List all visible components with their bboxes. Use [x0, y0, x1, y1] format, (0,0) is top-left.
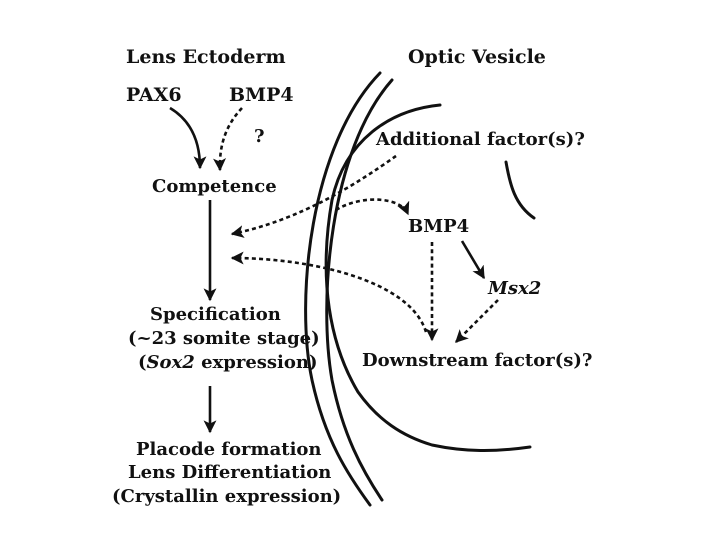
pax6-to-competence-arrow: [169, 106, 207, 170]
optic-vesicle-inner-lip: [504, 160, 536, 220]
sox2-gene-name: Sox2: [147, 352, 195, 373]
bmp4-optic-label: BMP4: [408, 216, 469, 237]
bmp4-lens-label: BMP4: [229, 84, 294, 106]
specification-label: Specification: [150, 304, 281, 325]
msx2-to-downstream-arrow: [455, 299, 499, 343]
bmp4-question-mark: ?: [254, 126, 265, 147]
lens-differentiation-label: Lens Differentiation: [128, 462, 331, 483]
additional-factors-to-specification-arrow: [230, 154, 397, 239]
downstream-to-specification-arrow: [230, 251, 428, 333]
crystallin-expression-label: (Crystallin expression): [112, 486, 341, 507]
somite-stage-label: (~23 somite stage): [128, 328, 320, 349]
optic-vesicle-title: Optic Vesicle: [408, 46, 546, 68]
sox2-expression-label: (Sox2 expression): [138, 352, 317, 373]
additional-factors-label: Additional factor(s)?: [375, 129, 585, 150]
bmp4-to-msx2-arrow: [460, 240, 486, 280]
placode-formation-label: Placode formation: [136, 439, 322, 460]
lens-ectoderm-inner-curve: [325, 78, 394, 502]
sox2-open-paren: (: [138, 352, 147, 373]
msx2-label: Msx2: [487, 278, 541, 299]
bmp4-lens-to-competence-arrow: [213, 107, 243, 172]
optic-vesicle-outline: [324, 103, 532, 452]
additional-to-downstream-arrow: [335, 198, 410, 216]
downstream-factors-label: Downstream factor(s)?: [362, 350, 592, 371]
pax6-label: PAX6: [126, 84, 182, 106]
lens-ectoderm-title: Lens Ectoderm: [126, 46, 286, 68]
lens-ectoderm-outer-curve: [304, 71, 382, 507]
sox2-expression-suffix: expression): [195, 352, 318, 373]
competence-label: Competence: [152, 176, 277, 197]
